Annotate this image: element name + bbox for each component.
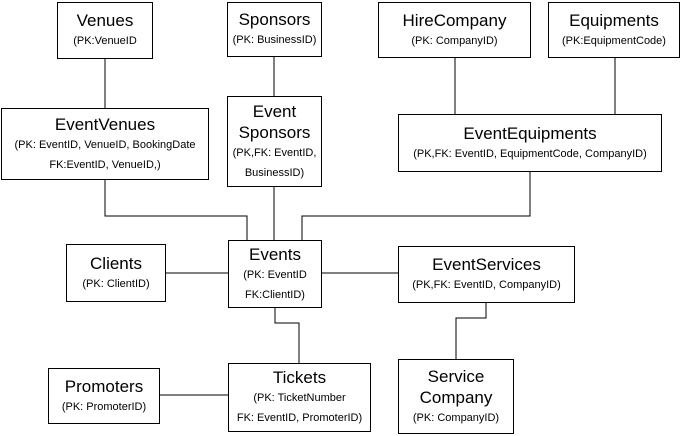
- entity-event-services: EventServices (PK,FK: EventID, CompanyID…: [398, 246, 575, 303]
- entity-event-sponsors: Event Sponsors (PK,FK: EventID, Business…: [227, 96, 322, 187]
- entity-title: Clients: [90, 253, 142, 273]
- entity-event-venues: EventVenues (PK: EventID, VenueID, Booki…: [1, 108, 209, 180]
- entity-event-equipments: EventEquipments (PK,FK: EventID, Equipme…: [398, 114, 662, 172]
- entity-keys: FK: EventID, PromoterID): [236, 412, 363, 424]
- entity-promoters: Promoters (PK: PromoterID): [48, 368, 160, 424]
- entity-title: Promoters: [64, 376, 144, 396]
- entity-title: Service: [427, 366, 485, 386]
- entity-keys: (PK: CompanyID): [411, 34, 498, 47]
- entity-title: EventVenues: [54, 114, 156, 134]
- relationship-line: [301, 172, 531, 240]
- entity-title: EventServices: [432, 255, 541, 274]
- entity-title: Events: [249, 244, 301, 264]
- entity-keys: (PK,FK: EventID, CompanyID): [412, 279, 561, 291]
- entity-title: Tickets: [272, 368, 327, 387]
- entity-service-company: Service Company (PK: CompanyID): [398, 359, 514, 434]
- entity-title: EventEquipments: [463, 123, 597, 143]
- entity-title: Sponsors: [238, 122, 311, 142]
- entity-title: Equipments: [569, 10, 659, 30]
- entity-title: Event: [252, 101, 297, 121]
- entity-keys: (PK: ClientID): [82, 277, 150, 290]
- entity-sponsors: Sponsors (PK: BusinessID): [227, 2, 322, 57]
- relationship-line: [274, 308, 300, 363]
- entity-events: Events (PK: EventID FK:ClientID): [228, 240, 322, 308]
- entity-keys: (PK,FK: EventID, EquipmentCode, CompanyI…: [413, 147, 647, 160]
- entity-title: Company: [419, 387, 493, 407]
- entity-keys: FK:EventID, VenueID,): [49, 158, 161, 171]
- entity-venues: Venues (PK:VenueID: [57, 2, 153, 59]
- entity-keys: (PK: EventID: [243, 268, 307, 281]
- entity-keys: (PK: TicketNumber: [253, 392, 346, 404]
- entity-keys: FK:ClientID): [245, 288, 305, 301]
- entity-tickets: Tickets (PK: TicketNumber FK: EventID, P…: [228, 363, 371, 432]
- entity-keys: (PK: BusinessID): [232, 34, 317, 46]
- entity-title: Venues: [76, 11, 134, 30]
- entity-hire-company: HireCompany (PK: CompanyID): [378, 2, 531, 58]
- entity-keys: (PK: EventID, VenueID, BookingDate: [14, 138, 196, 151]
- entity-title: Sponsors: [238, 10, 311, 29]
- relationship-line: [104, 180, 248, 240]
- entity-keys: (PK: CompanyID): [412, 411, 500, 424]
- entity-keys: (PK:EquipmentCode): [562, 34, 666, 47]
- entity-keys: (PK:VenueID: [73, 35, 137, 47]
- entity-keys: (PK,FK: EventID,: [232, 146, 317, 159]
- entity-title: HireCompany: [402, 10, 507, 30]
- entity-keys: (PK: PromoterID): [61, 400, 147, 413]
- entity-clients: Clients (PK: ClientID): [66, 244, 166, 302]
- relationship-line: [455, 303, 487, 359]
- entity-equipments: Equipments (PK:EquipmentCode): [548, 2, 680, 58]
- entity-keys: BusinessID): [244, 166, 305, 179]
